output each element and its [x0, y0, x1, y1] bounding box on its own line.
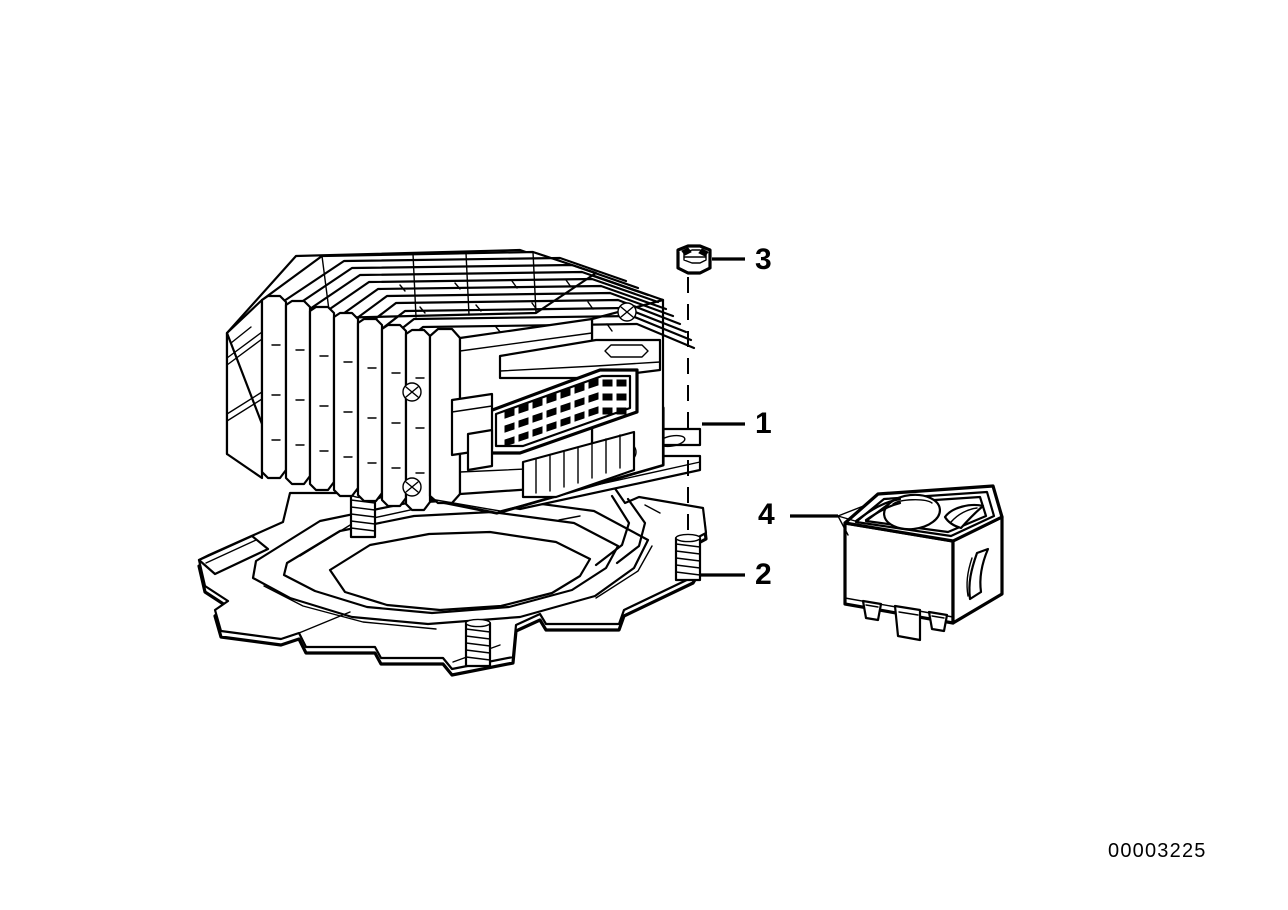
part-1-control-module	[225, 248, 702, 515]
callout-label-4: 4	[758, 498, 775, 531]
diagram-image-id: 00003225	[1108, 840, 1207, 862]
bracket-stud-right	[674, 533, 702, 582]
module-screw-top-right	[617, 302, 637, 322]
module-screw-front-left	[402, 382, 422, 402]
bracket-stud-bottom	[464, 618, 492, 668]
switch-terminals	[861, 599, 949, 642]
part-4-rocker-switch	[843, 484, 1004, 642]
heat-sink-top-fins	[260, 250, 696, 369]
callout-label-2: 2	[755, 558, 772, 591]
module-screw-front-bottom	[402, 477, 422, 497]
callout-leader-lines	[700, 257, 867, 577]
multi-pin-connector	[450, 368, 639, 472]
callout-label-3: 3	[755, 243, 772, 276]
part-3-hex-nut	[676, 244, 712, 275]
callout-label-1: 1	[755, 407, 772, 440]
heat-sink-side-fins	[260, 294, 432, 512]
module-louvre-strip	[521, 430, 636, 499]
part-2-mounting-bracket	[197, 470, 708, 677]
connector-pin-grid	[504, 378, 627, 447]
